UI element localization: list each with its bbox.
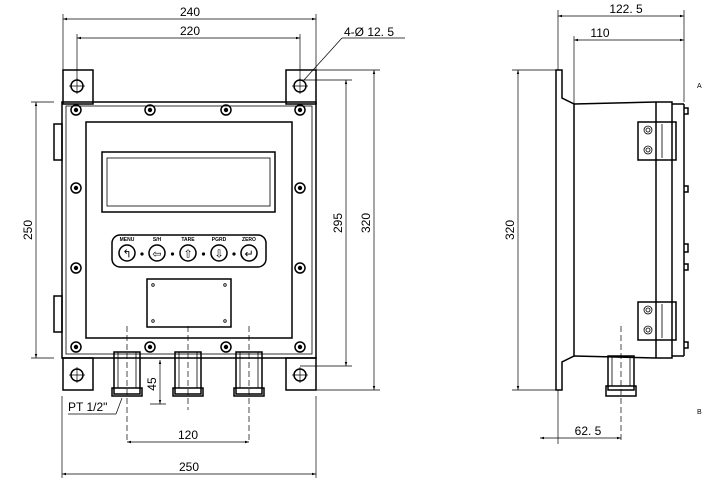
dim-thread: PT 1/2" [68, 400, 107, 414]
bracket-top-right [285, 69, 317, 105]
bolt-icon [144, 341, 156, 353]
keypad-panel [111, 234, 267, 268]
keypad-label: MENU [120, 237, 135, 243]
bolt-icon [294, 262, 306, 274]
hinge-bottom [53, 295, 63, 333]
housing-flange [65, 105, 313, 355]
keypad-label: TARE [181, 237, 195, 243]
keypad-button-menu[interactable]: MENU ↰ [118, 237, 136, 262]
nameplate-screw [151, 283, 155, 287]
bolt-icon [70, 262, 82, 274]
keypad-button-zero[interactable]: ZERO ↵ [240, 237, 258, 262]
bolt-icon [294, 341, 306, 353]
mounting-flange [555, 69, 575, 391]
keypad-label: ZERO [242, 237, 256, 243]
bolt-icon [294, 182, 306, 194]
keypad-label: S/H [153, 237, 162, 243]
side-mark-bottom: B [697, 409, 702, 416]
dim-gland-spacing: 120 [178, 428, 198, 442]
keypad-button-tare[interactable]: TARE ⇧ [179, 237, 197, 262]
dim-bottom-width: 250 [179, 460, 199, 474]
bolt-icon [220, 104, 232, 116]
bracket-top-left [62, 69, 94, 105]
keypad-button-pgrd[interactable]: PGRD ⇩ [210, 237, 228, 262]
left-arrow-icon: ⇦ [152, 248, 161, 261]
front-dimensions: 240 220 4-Ø 12. 5 250 295 320 45 PT 1/2"… [21, 5, 405, 478]
front-cover [85, 121, 293, 339]
keypad-buttons: MENU ↰ S/H ⇦ TARE ⇧ PGRD ⇩ ZERO ↵ [118, 237, 258, 262]
display-screen [106, 157, 271, 207]
bolt-icon [144, 104, 156, 116]
indicator-dot [232, 252, 236, 256]
dim-side-gland-offset: 62. 5 [575, 424, 602, 438]
bracket-bottom-left [62, 357, 94, 391]
dim-side-depth-outer: 122. 5 [609, 2, 643, 16]
nameplate [146, 278, 232, 328]
nameplate-screw [223, 319, 227, 323]
side-dimensions: 122. 5 110 320 62. 5 [503, 2, 685, 444]
hole-leader [303, 37, 343, 81]
bolt-icon [220, 341, 232, 353]
dim-height-inner: 295 [331, 213, 345, 233]
down-arrow-icon: ⇩ [214, 248, 223, 261]
dim-side-height: 320 [503, 220, 517, 240]
dim-left-height: 250 [21, 220, 35, 240]
keypad-button-s-h[interactable]: S/H ⇦ [148, 237, 166, 262]
bolt-icon [70, 341, 82, 353]
bolt-icon [70, 182, 82, 194]
dim-height-outer: 320 [359, 213, 373, 233]
bolt-icon [294, 104, 306, 116]
bolt-icon [70, 104, 82, 116]
cable-gland [233, 351, 265, 397]
hinge-top [53, 123, 63, 161]
bracket-bottom-right [285, 357, 317, 391]
side-hinge-top [637, 121, 677, 161]
front-view [53, 69, 317, 391]
side-view: A B [555, 69, 702, 440]
indicator-dot [170, 252, 175, 256]
side-mark-top: A [697, 83, 702, 90]
side-hinge-bottom [637, 301, 677, 341]
dim-holes: 4-Ø 12. 5 [344, 25, 394, 39]
dim-top-inner: 220 [180, 24, 200, 38]
dim-gland-offset: 45 [145, 377, 159, 391]
dim-top-outer: 240 [180, 5, 200, 19]
cable-glands-front [111, 326, 265, 440]
indicator-dot [201, 252, 206, 256]
up-arrow-icon: ⇧ [183, 248, 192, 261]
dim-side-depth-inner: 110 [590, 26, 609, 40]
display-window [101, 151, 276, 213]
return-arrow-icon: ↰ [122, 248, 131, 261]
enter-arrow-icon: ↵ [244, 248, 253, 261]
nameplate-screw [151, 319, 155, 323]
indicator-dot [140, 252, 144, 256]
housing-bolts [70, 104, 306, 353]
keypad-label: PGRD [212, 237, 227, 243]
side-housing [573, 101, 673, 359]
nameplate-screw [223, 283, 227, 287]
housing-outer [61, 101, 317, 359]
